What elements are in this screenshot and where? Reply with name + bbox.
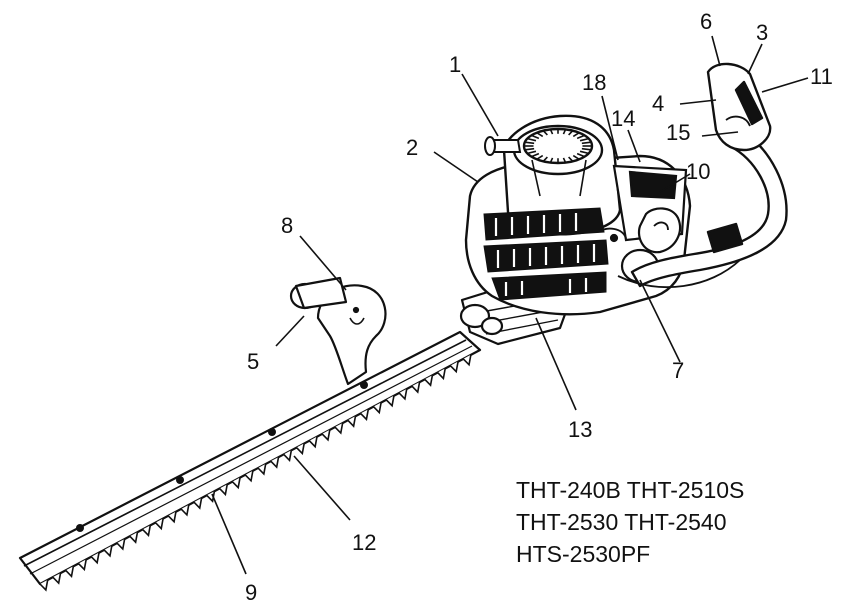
cap-ridge [581,141,592,145]
blade-tooth [257,463,267,476]
callout-3: 3 [756,20,768,45]
callout-10: 10 [686,159,710,184]
cap-ridge [531,152,540,158]
callout-14: 14 [611,106,635,131]
callout-11: 11 [810,64,833,89]
callout-7: 7 [672,358,684,383]
handle-grip [706,62,772,152]
cap-ridge [579,150,589,155]
callout-13: 13 [568,417,592,442]
primer-knob [484,136,522,156]
blade-tooth [129,531,139,544]
blade-tooth [244,470,254,483]
leader-lines [211,35,809,575]
cap-ridge [568,130,574,136]
callout-12: 12 [352,530,376,555]
blade-tooth [308,436,318,449]
cap-ridge [536,154,544,160]
front-handle [289,276,387,386]
model-line-3: HTS-2530PF [516,541,651,567]
blade-tooth [436,368,447,381]
blade-tooth [321,429,331,442]
blade-tooth [283,450,293,462]
blade-tooth [372,402,382,415]
blade-tooth [270,456,280,469]
cap-ridge [568,156,574,162]
blade-tooth [103,545,113,558]
callout-5: 5 [247,349,259,374]
blade-tooth [90,552,100,565]
blade-tooth [462,354,472,367]
model-list: THT-240B THT-2510S THT-2530 THT-2540 HTS… [516,474,744,570]
blade-tooth [334,422,344,435]
blade-tooth [39,579,49,592]
blade-tooth [180,504,190,517]
cap-ridge [576,134,585,140]
cap-ridge [527,137,537,142]
cap-ridge [527,150,537,155]
blade-tooth [52,572,62,585]
blade-tooth [449,361,459,374]
blade-tooth [398,388,408,401]
cap-ridge [549,157,554,163]
blade-tooth [77,559,87,572]
model-line-2: THT-2530 THT-2540 [516,509,727,535]
throttle-cable [617,259,741,288]
fuel-cap-ridges [524,129,592,163]
engine-right-side [597,164,688,284]
callout-2: 2 [406,135,418,160]
callout-15: 15 [666,120,690,145]
callout-numbers: 1 2 3 4 5 6 7 8 9 10 11 12 13 14 15 18 [245,9,833,605]
cooling-fin-slots [494,213,596,296]
blade-tooth [167,511,177,524]
cap-ridge [542,156,548,162]
blade-tooth [206,491,216,503]
callout-6: 6 [700,9,712,34]
cap-ridge [536,132,544,138]
blade-tooth [295,443,305,456]
blade-tooth [347,415,357,428]
callout-18: 18 [582,70,606,95]
cap-ridge [572,132,580,138]
callout-1: 1 [449,52,461,77]
model-line-1: THT-240B THT-2510S [516,477,745,503]
blade-tooth [424,375,434,387]
cap-ridge [579,137,589,142]
blade-teeth [39,354,472,592]
cap-ridge [562,157,567,163]
callout-4: 4 [652,91,664,116]
blade-tooth [385,395,395,408]
cap-ridge [542,130,548,136]
cap-ridge [524,147,535,151]
blade-tooth [218,484,229,497]
blade-rivets [76,381,368,532]
cap-ridge [562,129,567,135]
cap-ridge [581,147,592,151]
blade-tooth [231,477,241,490]
blade-tooth [411,381,421,394]
cutter-blade [18,330,482,586]
callout-8: 8 [281,213,293,238]
callout-9: 9 [245,580,257,605]
blade-tooth [154,518,164,531]
blade-tooth [65,566,75,578]
cap-ridge [572,154,580,160]
cap-ridge [576,152,585,158]
cap-ridge [524,141,535,145]
blade-tooth [360,409,370,422]
rear-handle-tube [630,130,788,288]
cap-ridge [549,129,554,135]
blade-tooth [193,497,203,510]
blade-tooth [142,525,152,538]
cap-ridge [531,134,540,140]
blade-tooth [116,538,126,551]
